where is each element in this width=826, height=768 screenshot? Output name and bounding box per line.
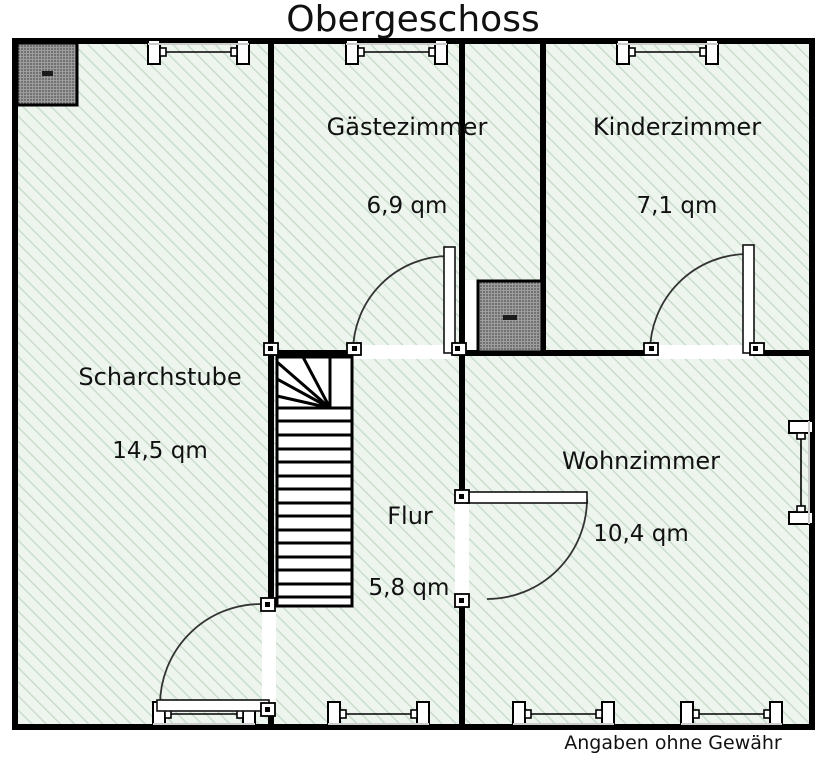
- door-gaestezimmer[interactable]: [346, 246, 467, 359]
- room-fill-upper-link: [465, 40, 543, 280]
- room-fills: [14, 40, 813, 730]
- door-jamb-flur-stairhead: [263, 342, 279, 356]
- window-bottom-wohnzimmer-right[interactable]: [680, 701, 783, 727]
- chimney-top-left: [15, 41, 79, 107]
- staircase-winders: [276, 356, 352, 410]
- door-jamb-wohnzimmer-top: [454, 489, 470, 504]
- chimneys: [15, 41, 544, 354]
- room-fill-gaestezimmer: [271, 40, 465, 353]
- window-bottom-wohnzimmer-left[interactable]: [512, 701, 615, 727]
- windows: [147, 39, 814, 727]
- exterior-wall-bottom: [12, 724, 815, 730]
- room-fill-wohnzimmer: [465, 353, 813, 730]
- window-bottom-flur[interactable]: [327, 701, 430, 727]
- chimney-center: [476, 279, 544, 354]
- staircase: [275, 355, 354, 608]
- exterior-wall-top: [12, 38, 815, 44]
- window-right-wohnzimmer[interactable]: [788, 420, 814, 525]
- door-kinderzimmer[interactable]: [643, 244, 765, 359]
- page-title: Obergeschoss: [286, 0, 540, 40]
- door-wohnzimmer[interactable]: [454, 489, 588, 608]
- interior-wall-kinder-left: [540, 41, 546, 353]
- room-fill-scharchstube: [14, 40, 271, 730]
- window-top-kinderzimmer[interactable]: [616, 39, 719, 65]
- window-bottom-scharchstube[interactable]: [152, 701, 256, 727]
- door-jamb-kinderzimmer-left: [643, 342, 659, 356]
- room-fill-kinderzimmer: [543, 40, 813, 353]
- door-jamb-scharchstube-top: [260, 597, 276, 612]
- door-jamb-wohnzimmer-bottom: [454, 593, 470, 608]
- interior-wall-gaeste-right: [459, 41, 465, 353]
- doors: [156, 244, 765, 717]
- door-jamb-gaestezimmer-right: [451, 342, 467, 356]
- exterior-walls: [12, 38, 815, 730]
- exterior-wall-right: [809, 38, 815, 730]
- door-jamb-gaestezimmer-left: [346, 342, 362, 356]
- interior-wall-left-vertical: [268, 41, 274, 730]
- door-jamb-scharchstube-bottom: [260, 702, 276, 717]
- staircase-treads: [277, 419, 352, 599]
- exterior-wall-left: [12, 38, 18, 730]
- window-top-gaestezimmer[interactable]: [345, 39, 448, 65]
- door-scharchstube[interactable]: [156, 597, 276, 717]
- disclaimer-note: Angaben ohne Gewähr: [564, 732, 782, 754]
- window-top-scharchstube[interactable]: [147, 39, 250, 65]
- door-jamb-kinderzimmer-right: [749, 342, 765, 356]
